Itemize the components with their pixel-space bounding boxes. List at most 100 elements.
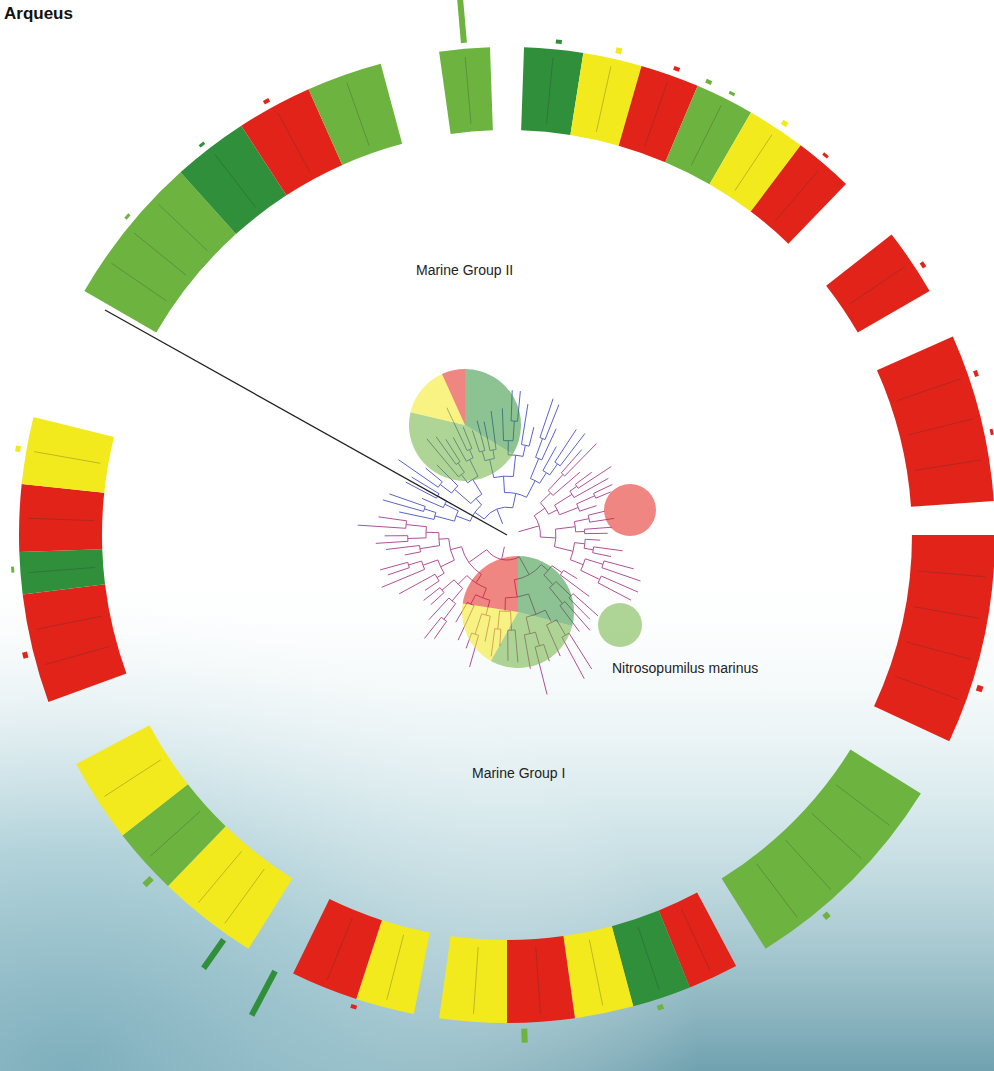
tree-branch <box>458 576 467 585</box>
block-divider <box>536 947 541 1014</box>
tree-branch <box>570 486 577 491</box>
clade-label: Nitrosopumilus marinus <box>612 660 758 676</box>
tree-branch <box>389 494 425 507</box>
tree-branch <box>455 489 471 503</box>
tree-branch <box>442 580 454 590</box>
sample-block <box>751 145 846 243</box>
tree-branch <box>445 504 458 511</box>
tree-branch <box>585 533 608 534</box>
block-divider <box>735 135 772 191</box>
sample-block <box>23 584 127 702</box>
tree-branch <box>376 541 408 543</box>
block-divider <box>914 607 980 619</box>
block-divider <box>474 947 479 1014</box>
pie-slice <box>442 369 465 425</box>
pie-slice <box>463 556 518 612</box>
block-divider <box>225 869 264 923</box>
block-divider <box>111 263 166 301</box>
sample-block <box>439 936 507 1023</box>
tree-branch <box>588 511 604 515</box>
tree-branch <box>406 525 426 527</box>
abundance-bar <box>920 261 927 268</box>
sample-block <box>309 64 403 165</box>
tree-branch <box>580 506 597 512</box>
block-divider <box>757 864 798 917</box>
tree-branch <box>574 519 589 522</box>
clade-label: Marine Group I <box>472 765 565 781</box>
block-divider <box>691 105 721 165</box>
tree-branch <box>529 427 534 446</box>
phylogenetic-tree <box>105 310 641 695</box>
abundance-bar <box>263 98 270 104</box>
tree-branch <box>565 444 597 477</box>
tree-branch <box>386 545 420 549</box>
sample-ring <box>11 0 994 1043</box>
sample-block <box>877 337 994 507</box>
block-divider <box>134 233 186 275</box>
sample-block <box>19 549 105 594</box>
tree-branch <box>408 537 426 539</box>
sky-background <box>0 520 700 1071</box>
tree-branch <box>425 581 439 591</box>
block-divider <box>465 57 471 124</box>
tree-branch <box>534 508 545 516</box>
figure-title: Arqueus <box>4 4 73 24</box>
tree-branch <box>440 484 451 493</box>
abundance-bar <box>457 0 467 43</box>
tree-branch <box>604 561 634 569</box>
block-divider <box>28 567 95 572</box>
tree-branch <box>388 568 410 575</box>
block-divider <box>836 785 889 826</box>
tree-branch <box>382 569 425 587</box>
tree-branch <box>422 498 443 507</box>
tree-branch <box>383 500 424 512</box>
tree-branch <box>378 517 406 521</box>
block-divider <box>387 935 404 1000</box>
block-divider <box>34 452 100 464</box>
tree-branch <box>550 464 558 475</box>
tree-branch <box>562 637 584 678</box>
pie-chart <box>409 369 521 481</box>
tree-branch <box>502 547 505 560</box>
tree-branch <box>399 574 435 594</box>
abundance-bar <box>22 652 28 659</box>
tree-branch <box>601 576 638 592</box>
clade-label: Marine Group II <box>416 262 513 278</box>
tree-branch <box>385 535 408 536</box>
tree-branch <box>424 617 441 638</box>
abundance-bar <box>142 876 153 887</box>
tree-branch <box>519 526 540 532</box>
abundance-bar <box>729 91 736 96</box>
abundance-bar <box>556 39 562 44</box>
block-divider <box>849 267 905 304</box>
tree-branch <box>540 537 555 539</box>
tree-branch <box>424 509 435 513</box>
abundance-bar <box>521 1029 527 1043</box>
pie-slice <box>598 603 642 647</box>
tree-branch <box>593 553 611 557</box>
tree-branch <box>594 547 623 551</box>
block-divider <box>895 676 958 699</box>
block-divider <box>908 419 973 435</box>
tree-branch <box>406 482 437 498</box>
block-divider <box>785 840 830 889</box>
tree-branch <box>527 481 536 498</box>
block-divider <box>278 113 310 172</box>
abundance-bar <box>781 120 789 128</box>
tree-branch <box>570 560 583 565</box>
sample-block <box>722 750 921 949</box>
tree-branch <box>543 447 556 471</box>
tree-branch <box>444 604 456 620</box>
abundance-bar <box>822 152 829 158</box>
tree-branch <box>585 559 603 564</box>
block-divider <box>198 851 241 902</box>
abundance-bar <box>990 429 994 435</box>
pie-slice <box>462 604 518 661</box>
tree-branch <box>598 583 631 600</box>
block-divider <box>682 909 710 970</box>
tree-branch <box>439 538 449 540</box>
abundance-bar <box>11 566 14 572</box>
pie-chart <box>462 556 574 668</box>
tree-branch <box>420 546 440 549</box>
block-divider <box>104 760 160 796</box>
